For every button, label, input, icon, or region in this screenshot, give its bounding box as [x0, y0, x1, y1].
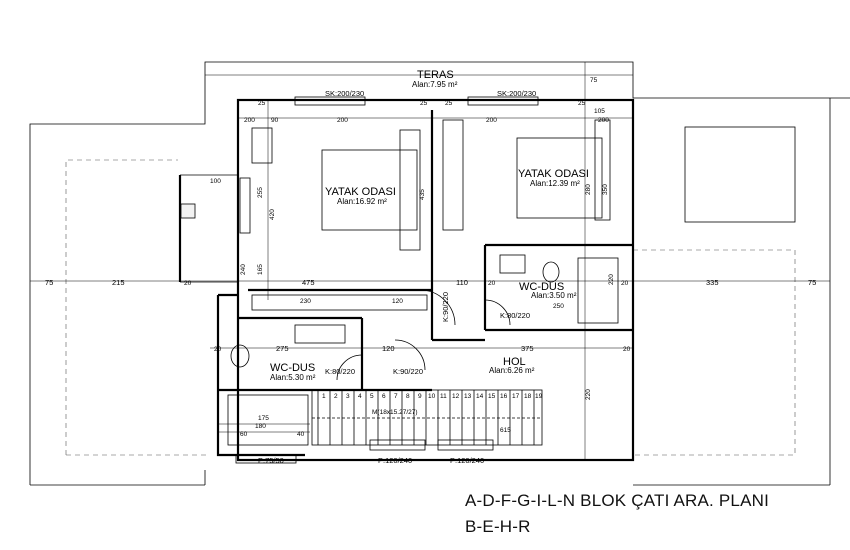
furniture	[180, 119, 619, 446]
door-k80-a-label: K:80/220	[500, 311, 530, 320]
stair-step-number: 7	[394, 393, 398, 400]
yatak1-name: YATAK ODASI	[325, 186, 396, 198]
dim-label: 100	[210, 178, 221, 185]
wc1-area: Alan:3.50 m²	[531, 291, 577, 300]
hol-area: Alan:6.26 m²	[489, 366, 535, 375]
dim-label: 120	[382, 344, 395, 353]
dim-label: 60	[240, 431, 248, 438]
dim-label: 120	[392, 298, 403, 305]
dim-label: 215	[112, 278, 125, 287]
dim-label: 275	[276, 344, 289, 353]
teras-name: TERAS	[417, 69, 454, 81]
dim-label: 90	[271, 117, 279, 124]
stair-label: M(18x15.27/27)	[372, 409, 418, 416]
dim-label: 375	[521, 344, 534, 353]
door-swings	[336, 289, 511, 381]
plan-title-line2: B-E-H-R	[465, 517, 531, 536]
stair	[311, 389, 543, 446]
yatak2-area: Alan:12.39 m²	[530, 179, 580, 188]
stair-step-number: 3	[346, 393, 350, 400]
wc1-name: WC-DUS	[519, 281, 564, 293]
dim-label: 200	[244, 117, 255, 124]
dim-label: 230	[300, 298, 311, 305]
dim-label: 200	[337, 117, 348, 124]
dim-label: 200	[598, 117, 609, 124]
stair-step-number: 14	[476, 393, 484, 400]
stair-step-number: 5	[370, 393, 374, 400]
dim-label: 420	[269, 209, 276, 220]
stair-step-number: 11	[440, 393, 447, 400]
eave-dashed-line	[65, 159, 796, 456]
window-sk1-label: SK:200/230	[325, 89, 364, 98]
dim-label: 20	[488, 280, 496, 287]
stair-step-number: 8	[406, 393, 410, 400]
roof-outline	[29, 61, 850, 486]
stair-step-number: 16	[500, 393, 508, 400]
dimension-lines	[30, 62, 830, 460]
stair-step-number: 15	[488, 393, 496, 400]
dim-label: 180	[255, 423, 266, 430]
stair-step-number: 4	[358, 393, 362, 400]
door-k90-a-label: K:90/220	[393, 367, 423, 376]
stair-step-number: 1	[322, 393, 326, 400]
plan-title: A-D-F-G-I-L-N BLOK ÇATI ARA. PLANI B-E-H…	[465, 488, 769, 540]
dim-label: 240	[240, 264, 247, 275]
dim-label: 25	[578, 100, 586, 107]
dim-label: 335	[706, 278, 719, 287]
stair-mark: 615	[500, 427, 511, 434]
door-k90-b-label: K:90/220	[441, 292, 450, 322]
window-p75-label: P:75/50	[258, 456, 284, 465]
door-p120-a-label: P:120/240	[378, 456, 412, 465]
teras-area: Alan:7.95 m²	[412, 80, 458, 89]
dim-label: 75	[808, 278, 816, 287]
dim-label: 250	[553, 303, 564, 310]
window-sk2-label: SK:200/230	[497, 89, 536, 98]
plan-title-line1: A-D-F-G-I-L-N BLOK ÇATI ARA. PLANI	[465, 491, 770, 510]
stair-step-number: 18	[524, 393, 532, 400]
dim-label: 435	[419, 189, 426, 200]
dim-label: 200	[486, 117, 497, 124]
dim-label: 255	[257, 187, 264, 198]
stair-step-number: 10	[428, 393, 436, 400]
dim-label: 25	[258, 100, 266, 107]
dim-label: 25	[420, 100, 428, 107]
stair-step-number: 13	[464, 393, 472, 400]
dim-label: 20	[623, 346, 631, 353]
stair-step-number: 19	[535, 393, 543, 400]
dim-label: 350	[602, 184, 609, 195]
stair-step-number: 6	[382, 393, 386, 400]
exterior-walls	[178, 98, 635, 462]
dim-label: 75	[590, 77, 598, 84]
stair-step-number: 9	[418, 393, 422, 400]
dim-label: 20	[621, 280, 629, 287]
hol-name: HOL	[503, 356, 526, 368]
door-k80-b-label: K:80/220	[325, 367, 355, 376]
dim-label: 220	[585, 389, 592, 400]
dim-label: 75	[45, 278, 53, 287]
dim-label: 220	[608, 274, 615, 285]
dim-label: 20	[184, 280, 192, 287]
dim-label: 165	[257, 264, 264, 275]
dim-label: 20	[214, 346, 222, 353]
dim-label: 105	[594, 108, 605, 115]
wc2-area: Alan:5.30 m²	[270, 373, 316, 382]
yatak2-name: YATAK ODASI	[518, 168, 589, 180]
yatak1-area: Alan:16.92 m²	[337, 197, 387, 206]
stair-step-number: 12	[452, 393, 460, 400]
dim-label: 25	[445, 100, 453, 107]
stair-step-number: 2	[334, 393, 338, 400]
dim-label: 110	[456, 278, 468, 287]
door-p120-b-label: P:120/240	[450, 456, 484, 465]
dim-label: 280	[585, 184, 592, 195]
dim-label: 40	[297, 431, 305, 438]
wc2-name: WC-DUS	[270, 362, 315, 374]
stair-step-number: 17	[512, 393, 520, 400]
dim-label: 475	[302, 278, 315, 287]
dim-label: 175	[258, 415, 269, 422]
